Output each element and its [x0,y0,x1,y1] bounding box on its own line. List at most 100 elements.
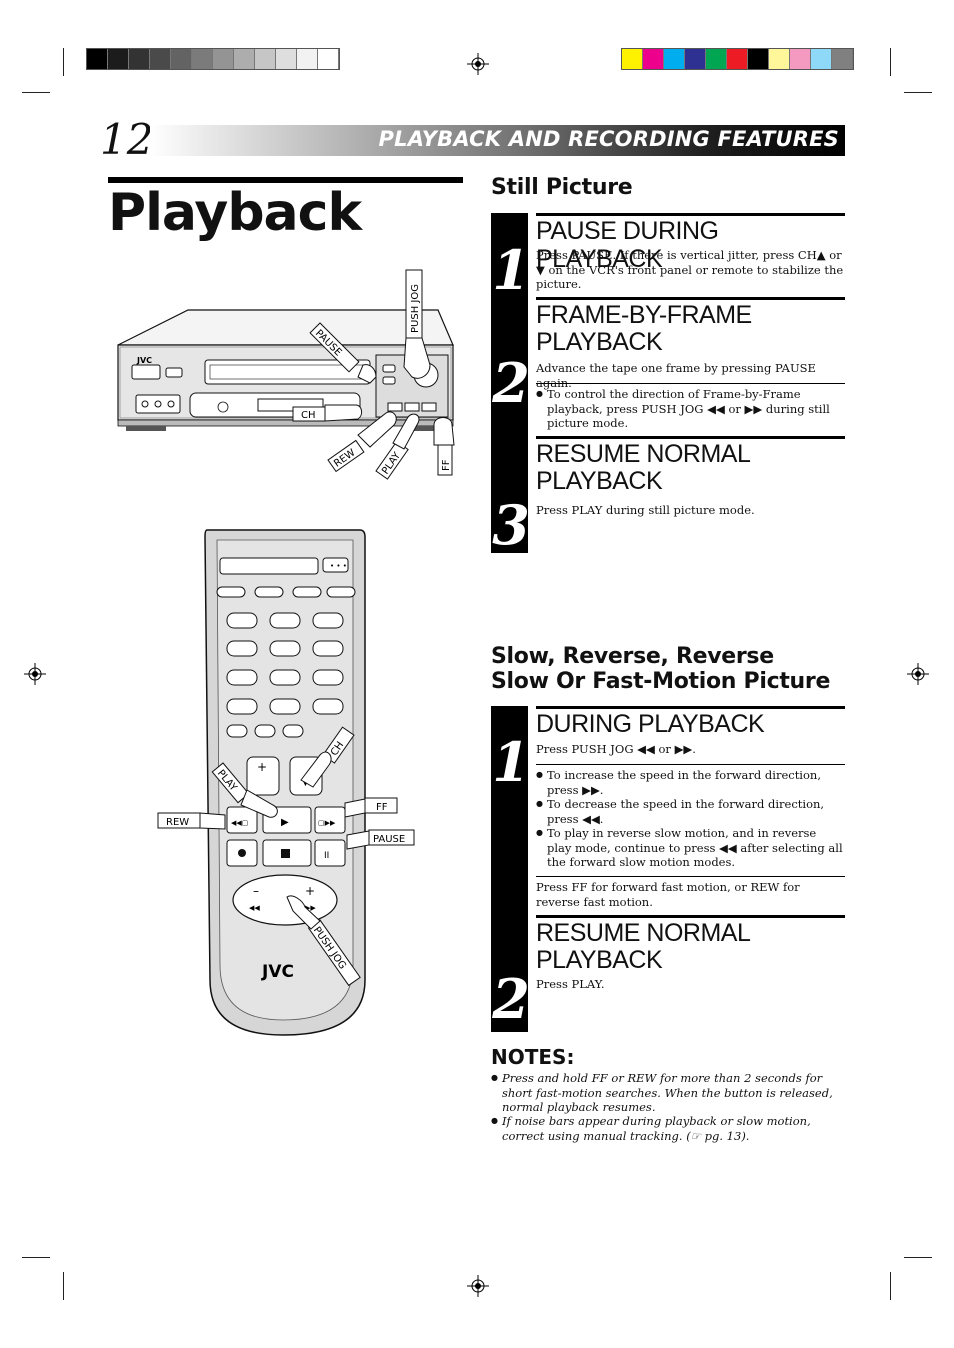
svg-text:◀◀: ◀◀ [249,904,260,912]
remote-brand-logo: JVC [261,962,294,982]
color-swatch [790,49,811,69]
page-number: 12 [100,115,154,164]
step-heading-line: RESUME NORMAL [536,440,751,468]
color-swatch [213,49,234,69]
svg-text:▢▶▶: ▢▶▶ [318,819,336,827]
step-number: 1 [492,238,530,302]
color-swatch [748,49,769,69]
divider [536,383,845,384]
color-swatch [706,49,727,69]
svg-text:II: II [324,851,329,861]
bullet-item: To control the direction of Frame-by-Fra… [536,387,844,431]
registration-mark-icon [907,663,929,685]
color-swatch [150,49,171,69]
bullet-item: To play in reverse slow motion, and in r… [536,826,844,870]
crop-mark [22,1257,50,1258]
step-bar [491,706,528,1032]
crop-mark [890,48,891,76]
notes-heading: NOTES: [491,1045,575,1069]
step-heading: PAUSE DURING PLAYBACK [536,217,719,273]
step-number: 2 [492,351,530,415]
color-swatch [129,49,150,69]
color-swatch [192,49,213,69]
vcr-illustration: JVC PAUSE PUSH JOG CH REW PLAY FF [117,269,455,480]
registration-mark-icon [467,1275,489,1297]
remote-pause-label: PAUSE [373,834,405,845]
step-body: Press PLAY during still picture mode. [536,503,755,517]
bullet-item: To increase the speed in the forward dir… [536,768,844,797]
title-rule [108,177,463,183]
color-swatch [811,49,832,69]
step-body: Advance the tape one frame by pressing P… [536,361,816,390]
note-item: If noise bars appear during playback or … [491,1114,841,1143]
crop-mark [63,1272,64,1300]
color-swatch [832,49,853,69]
color-swatch [664,49,685,69]
color-swatch [255,49,276,69]
step-body: Press FF for forward fast motion, or REW… [536,880,800,909]
color-swatch [769,49,790,69]
crop-mark [890,1272,891,1300]
slow-motion-heading-line: Slow Or Fast-Motion Picture [491,669,831,694]
step-heading-line: PLAYBACK [536,946,663,974]
step-body: Press PAUSE. If there is vertical jitter… [536,248,844,291]
step-bar [491,213,528,553]
color-swatch [622,49,643,69]
registration-mark-icon [467,53,489,75]
vcr-brand-logo: JVC [136,356,152,365]
color-swatch [234,49,255,69]
step-number: 2 [492,967,530,1031]
color-swatch [643,49,664,69]
bullet-item: To decrease the speed in the forward dir… [536,797,844,826]
svg-text:◀◀▢: ◀◀▢ [231,819,248,827]
svg-text:• • •: • • • [330,562,347,570]
step-heading-line: RESUME NORMAL [536,919,751,947]
step-rule [536,915,845,918]
remote-rew-label: REW [166,817,189,828]
step-number: 1 [492,730,530,794]
remote-ff-label: FF [376,802,388,813]
color-swatch [318,49,339,69]
svg-text:+: + [257,760,267,774]
step-rule [536,436,845,439]
crop-mark [904,1257,932,1258]
svg-text:▶▶: ▶▶ [305,904,316,912]
slow-motion-heading-line: Slow, Reverse, Reverse [491,644,774,669]
step-rule [536,297,845,300]
step-body: Press PLAY. [536,977,605,991]
gray-swatch-bar [86,48,340,70]
still-picture-heading: Still Picture [491,175,633,200]
step-rule [536,213,845,216]
divider [536,764,845,765]
color-swatch [727,49,748,69]
section-banner: PLAYBACK AND RECORDING FEATURES [150,125,845,156]
note-item: Press and hold FF or REW for more than 2… [491,1071,841,1115]
crop-mark [22,92,50,93]
step-body: Press PUSH JOG ◀◀ or ▶▶. [536,742,696,756]
color-swatch [297,49,318,69]
color-swatch [171,49,192,69]
registration-mark-icon [24,663,46,685]
svg-text:▶: ▶ [281,817,289,828]
crop-mark [63,48,64,76]
svg-text:+: + [305,884,315,898]
crop-mark [904,92,932,93]
vcr-push-jog-label: PUSH JOG [410,284,421,333]
vcr-ff-label: FF [441,459,452,471]
color-swatch [685,49,706,69]
svg-text:–: – [253,884,259,898]
step-heading-line: PLAYBACK [536,328,663,356]
vcr-ch-label: CH [301,410,316,421]
color-swatch-bar [621,48,854,70]
page-title: Playback [108,183,362,243]
color-swatch [108,49,129,69]
step-heading: DURING PLAYBACK [536,710,765,738]
section-banner-text: PLAYBACK AND RECORDING FEATURES [378,127,839,151]
step-number: 3 [492,493,530,557]
color-swatch [276,49,297,69]
remote-illustration: • • • + ▼ ◀◀▢ ▶ ▢▶▶ II – + ◀◀ ▶▶ JVC CH … [157,529,415,1036]
color-swatch [87,49,108,69]
step-rule [536,706,845,709]
step-heading-line: FRAME-BY-FRAME [536,301,752,329]
divider [536,876,845,877]
